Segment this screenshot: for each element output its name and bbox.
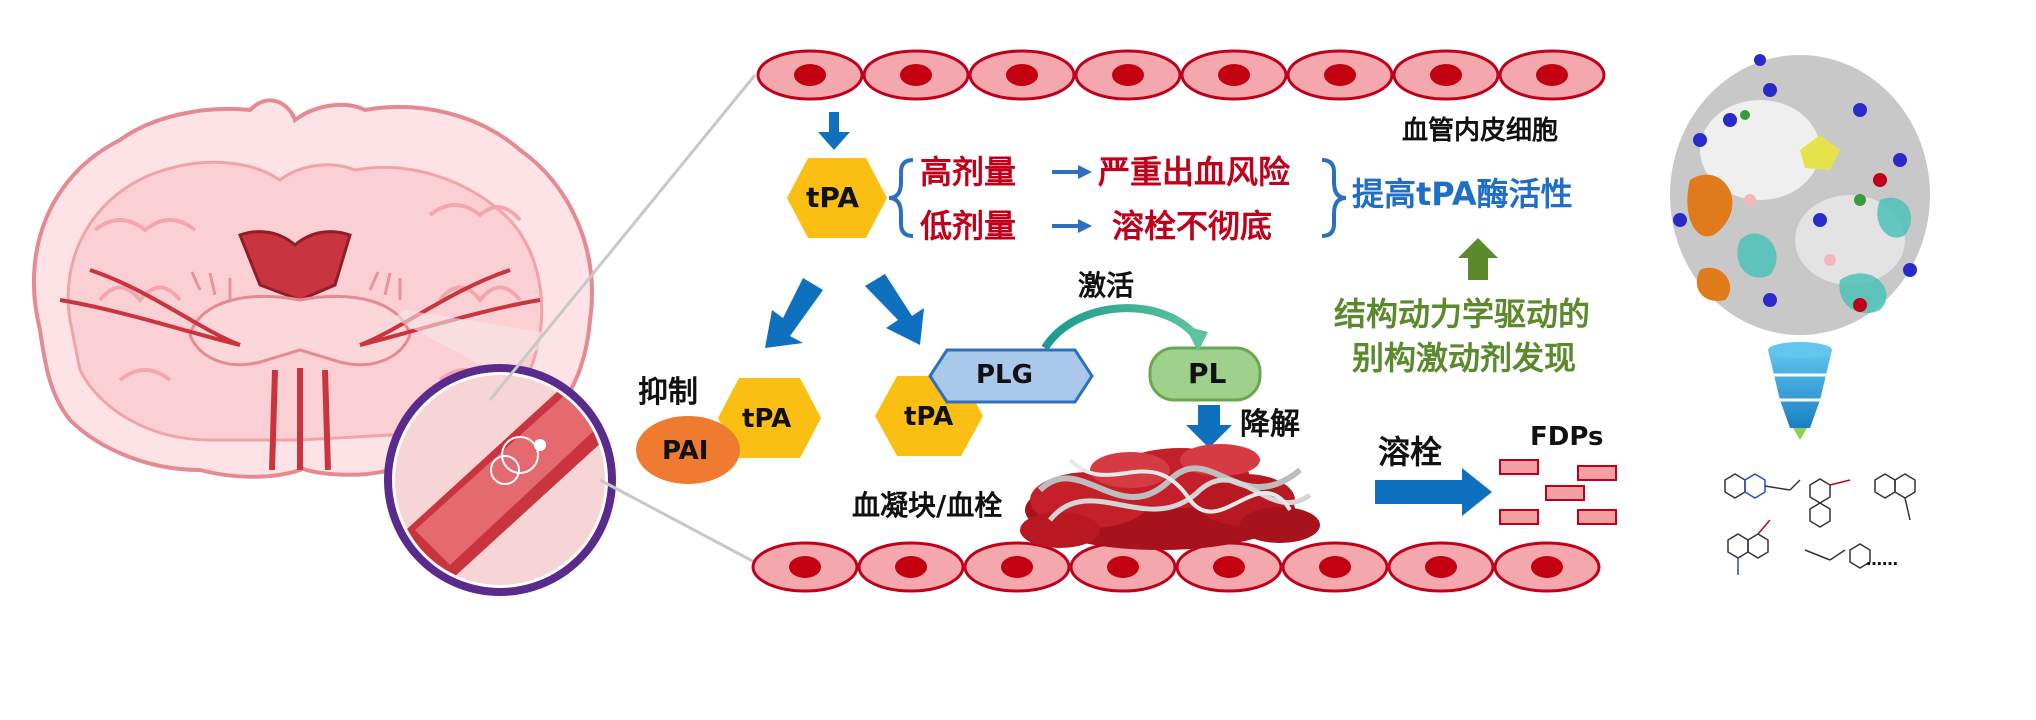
cell-nucleus: [794, 64, 826, 86]
arrow-down-to-tpa: [818, 112, 850, 150]
cell-nucleus: [1218, 64, 1250, 86]
degrade-arrow: [1186, 405, 1232, 448]
cell-nucleus: [1425, 556, 1457, 578]
protein-structure: [1670, 54, 1930, 335]
cell-nucleus: [1324, 64, 1356, 86]
cell-nucleus: [1112, 64, 1144, 86]
label-incomplete-thrombolysis: 溶栓不彻底: [1112, 207, 1273, 245]
green-up-arrow: [1458, 238, 1498, 280]
cell-nucleus: [1536, 64, 1568, 86]
tpa-hexagon: [787, 158, 887, 238]
cell-nucleus: [900, 64, 932, 86]
cell-nucleus: [1107, 556, 1139, 578]
label-inhibit: 抑制: [638, 375, 698, 410]
label-degrade: 降解: [1240, 407, 1300, 442]
cell-nucleus: [1531, 556, 1563, 578]
cell-nucleus: [1006, 64, 1038, 86]
cell-nucleus: [1213, 556, 1245, 578]
brain-illustration: [31, 98, 594, 479]
label-activate: 激活: [1078, 269, 1135, 302]
label-severe-bleeding: 严重出血风险: [1098, 153, 1291, 191]
activation-arc: [1041, 304, 1208, 352]
tpa-inhibited-hexagon: [718, 378, 821, 458]
pl-box: [1148, 346, 1262, 402]
label-improve-tpa-activity: 提高tPA酶活性: [1352, 175, 1573, 213]
pai-ellipse: [636, 416, 740, 484]
arrow-to-inhibition: [765, 278, 823, 348]
fdp-fragments: [1499, 459, 1617, 525]
label-tpa-plg: tPA: [904, 402, 954, 432]
endothelial-cells-top: [756, 49, 1606, 101]
label-ellipsis: ……: [1866, 550, 1898, 569]
cell-nucleus: [789, 556, 821, 578]
arrow-to-plg: [865, 274, 924, 345]
label-pl: PL: [1188, 357, 1227, 390]
cell-nucleus: [1430, 64, 1462, 86]
funnel-icon: [1768, 342, 1832, 440]
label-high-dose: 高剂量: [920, 153, 1017, 191]
plg-box: [928, 348, 1094, 404]
zoom-line-bottom: [599, 478, 761, 567]
label-tpa-inhibited: tPA: [742, 404, 792, 434]
label-tpa-main: tPA: [806, 181, 860, 214]
label-clot: 血凝块/血栓: [852, 489, 1003, 522]
thrombolysis-arrow: [1375, 468, 1492, 516]
left-brace: [888, 158, 914, 238]
label-thrombolysis: 溶栓: [1378, 433, 1443, 471]
label-fdps: FDPs: [1530, 422, 1604, 452]
label-endothelial-cells: 血管内皮细胞: [1402, 116, 1559, 146]
zoom-line-top: [488, 74, 757, 401]
small-arrows: [1052, 165, 1092, 233]
molecule-structures: [1724, 473, 1916, 575]
cell-nucleus: [895, 556, 927, 578]
label-low-dose: 低剂量: [920, 207, 1017, 245]
endothelial-cells-bottom: [751, 541, 1601, 593]
label-plg: PLG: [976, 360, 1033, 390]
vessel-magnifier: [384, 310, 616, 596]
label-pai: PAI: [662, 436, 709, 466]
blood-clot: [1020, 444, 1320, 550]
right-brace: [1321, 158, 1347, 238]
cell-nucleus: [1319, 556, 1351, 578]
label-discovery-line1: 结构动力学驱动的: [1334, 295, 1591, 333]
label-discovery-line2: 别构激动剂发现: [1352, 339, 1577, 377]
cell-nucleus: [1001, 556, 1033, 578]
